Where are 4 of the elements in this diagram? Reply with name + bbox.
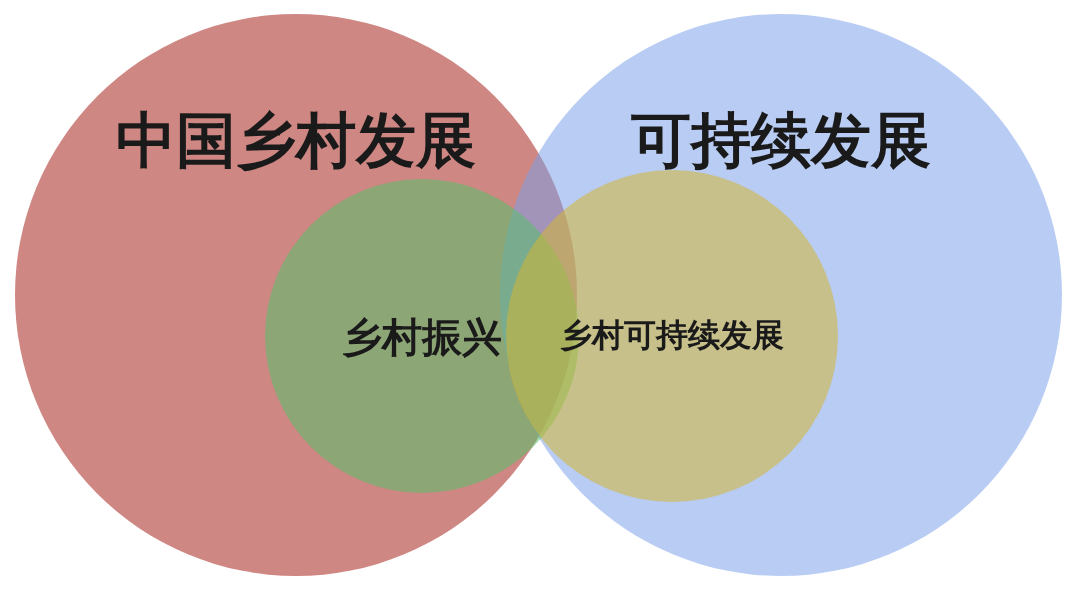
set-label: 乡村振兴 (342, 315, 502, 359)
set-label: 乡村可持续发展 (560, 318, 784, 354)
set-title: 中国乡村发展 (116, 107, 476, 173)
set-title: 可持续发展 (631, 107, 931, 173)
